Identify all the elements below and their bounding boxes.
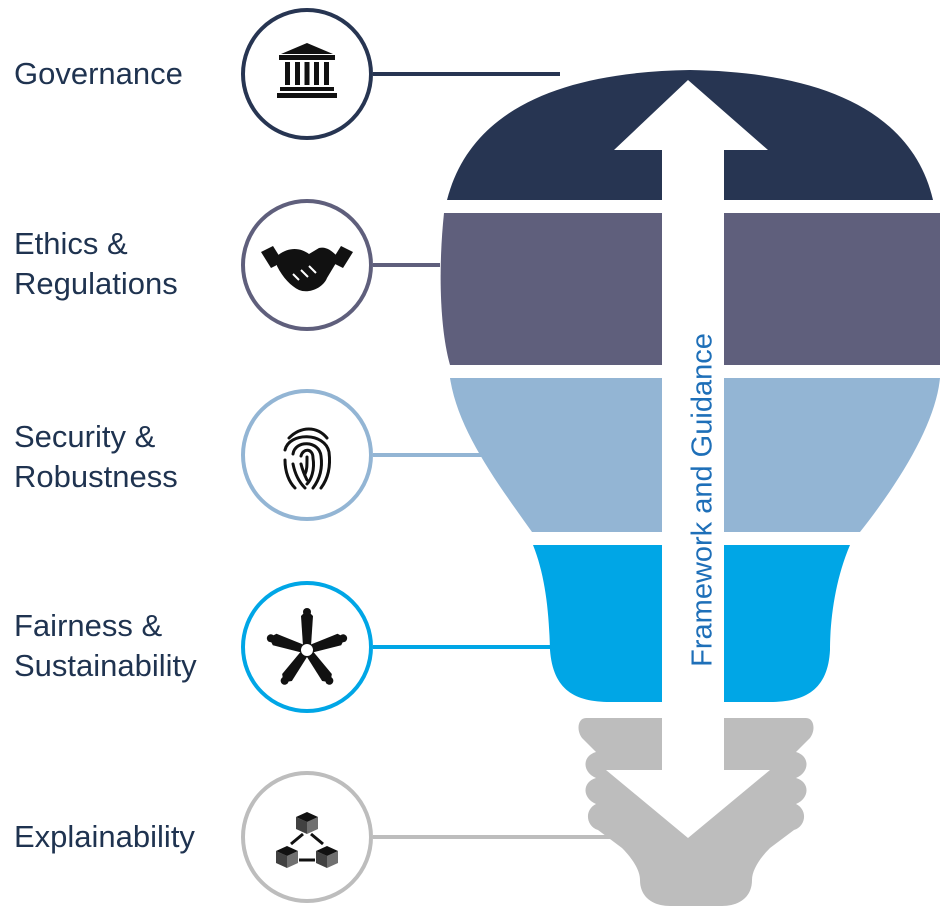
security-label: Security & Robustness	[14, 419, 178, 494]
governance-label: Governance	[14, 56, 183, 91]
fingerprint-icon	[283, 427, 331, 490]
double-headed-arrow	[606, 80, 770, 838]
connector-lines	[373, 72, 640, 839]
pillar-labels: Governance Ethics & Regulations Security…	[14, 56, 197, 854]
handshake-icon	[261, 246, 353, 292]
security-icon-circle	[241, 389, 373, 521]
connected-cubes-icon	[276, 812, 338, 868]
joined-hands-icon	[266, 608, 348, 685]
explainability-label: Explainability	[14, 819, 195, 854]
government-building-icon	[277, 43, 337, 98]
ethics-label: Ethics & Regulations	[14, 226, 178, 301]
framework-guidance-label: Framework and Guidance	[687, 333, 719, 667]
icon-circles	[241, 8, 373, 903]
fairness-label: Fairness & Sustainability	[14, 608, 197, 683]
explainability-icon-circle	[241, 771, 373, 903]
framework-arrow: Framework and Guidance	[606, 80, 770, 838]
